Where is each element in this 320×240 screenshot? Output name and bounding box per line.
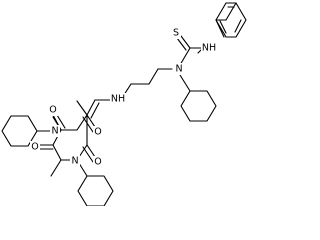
c-s-double-bond xyxy=(176,37,187,51)
carbonyl-top-right-2 xyxy=(82,116,94,133)
n-cyclohexyl-bond xyxy=(179,74,191,92)
atom-n-ring-left: N xyxy=(51,126,58,137)
c-n-bond xyxy=(179,47,191,66)
atom-nh-thio: NH xyxy=(202,43,216,54)
atom-n-ring-right: N xyxy=(71,156,78,167)
atom-o-top-right: O xyxy=(94,127,101,138)
phenyl-bond xyxy=(215,19,225,38)
atom-s: S xyxy=(173,28,179,39)
ch-c-double-bond-2 xyxy=(90,102,100,119)
chain-bond xyxy=(148,68,159,85)
phenyl-ring-outline xyxy=(215,2,237,21)
ch-c-double-bond xyxy=(86,99,96,116)
n-cyclohexyl-left-bond xyxy=(50,159,62,177)
barbiturate-ring xyxy=(52,114,88,161)
carbonyl-bottom-right-2 xyxy=(82,146,94,163)
phenyl-double-bond xyxy=(219,20,227,34)
structure-canvas: S NH N NH O O O O N N xyxy=(1,2,247,207)
phenyl-double-bond xyxy=(234,19,242,33)
cyclohexyl-ring-bottom xyxy=(77,175,114,207)
ring-bond xyxy=(76,100,88,116)
molecule-drawing: S NH N NH O O O O N N xyxy=(1,2,247,207)
atom-nh-amine: NH xyxy=(111,94,125,105)
atom-o-mid: O xyxy=(31,142,38,153)
atom-o-bottom-right: O xyxy=(94,157,101,168)
atom-labels: S NH N NH O O O O N N xyxy=(30,27,217,168)
cyclohexyl-ring-right xyxy=(180,90,217,122)
c-s-bond xyxy=(180,35,191,49)
atom-o-top-left: O xyxy=(49,105,56,116)
carbonyl-top-left-2 xyxy=(56,114,66,129)
atom-n-thio: N xyxy=(175,64,182,75)
bonds xyxy=(1,2,247,207)
